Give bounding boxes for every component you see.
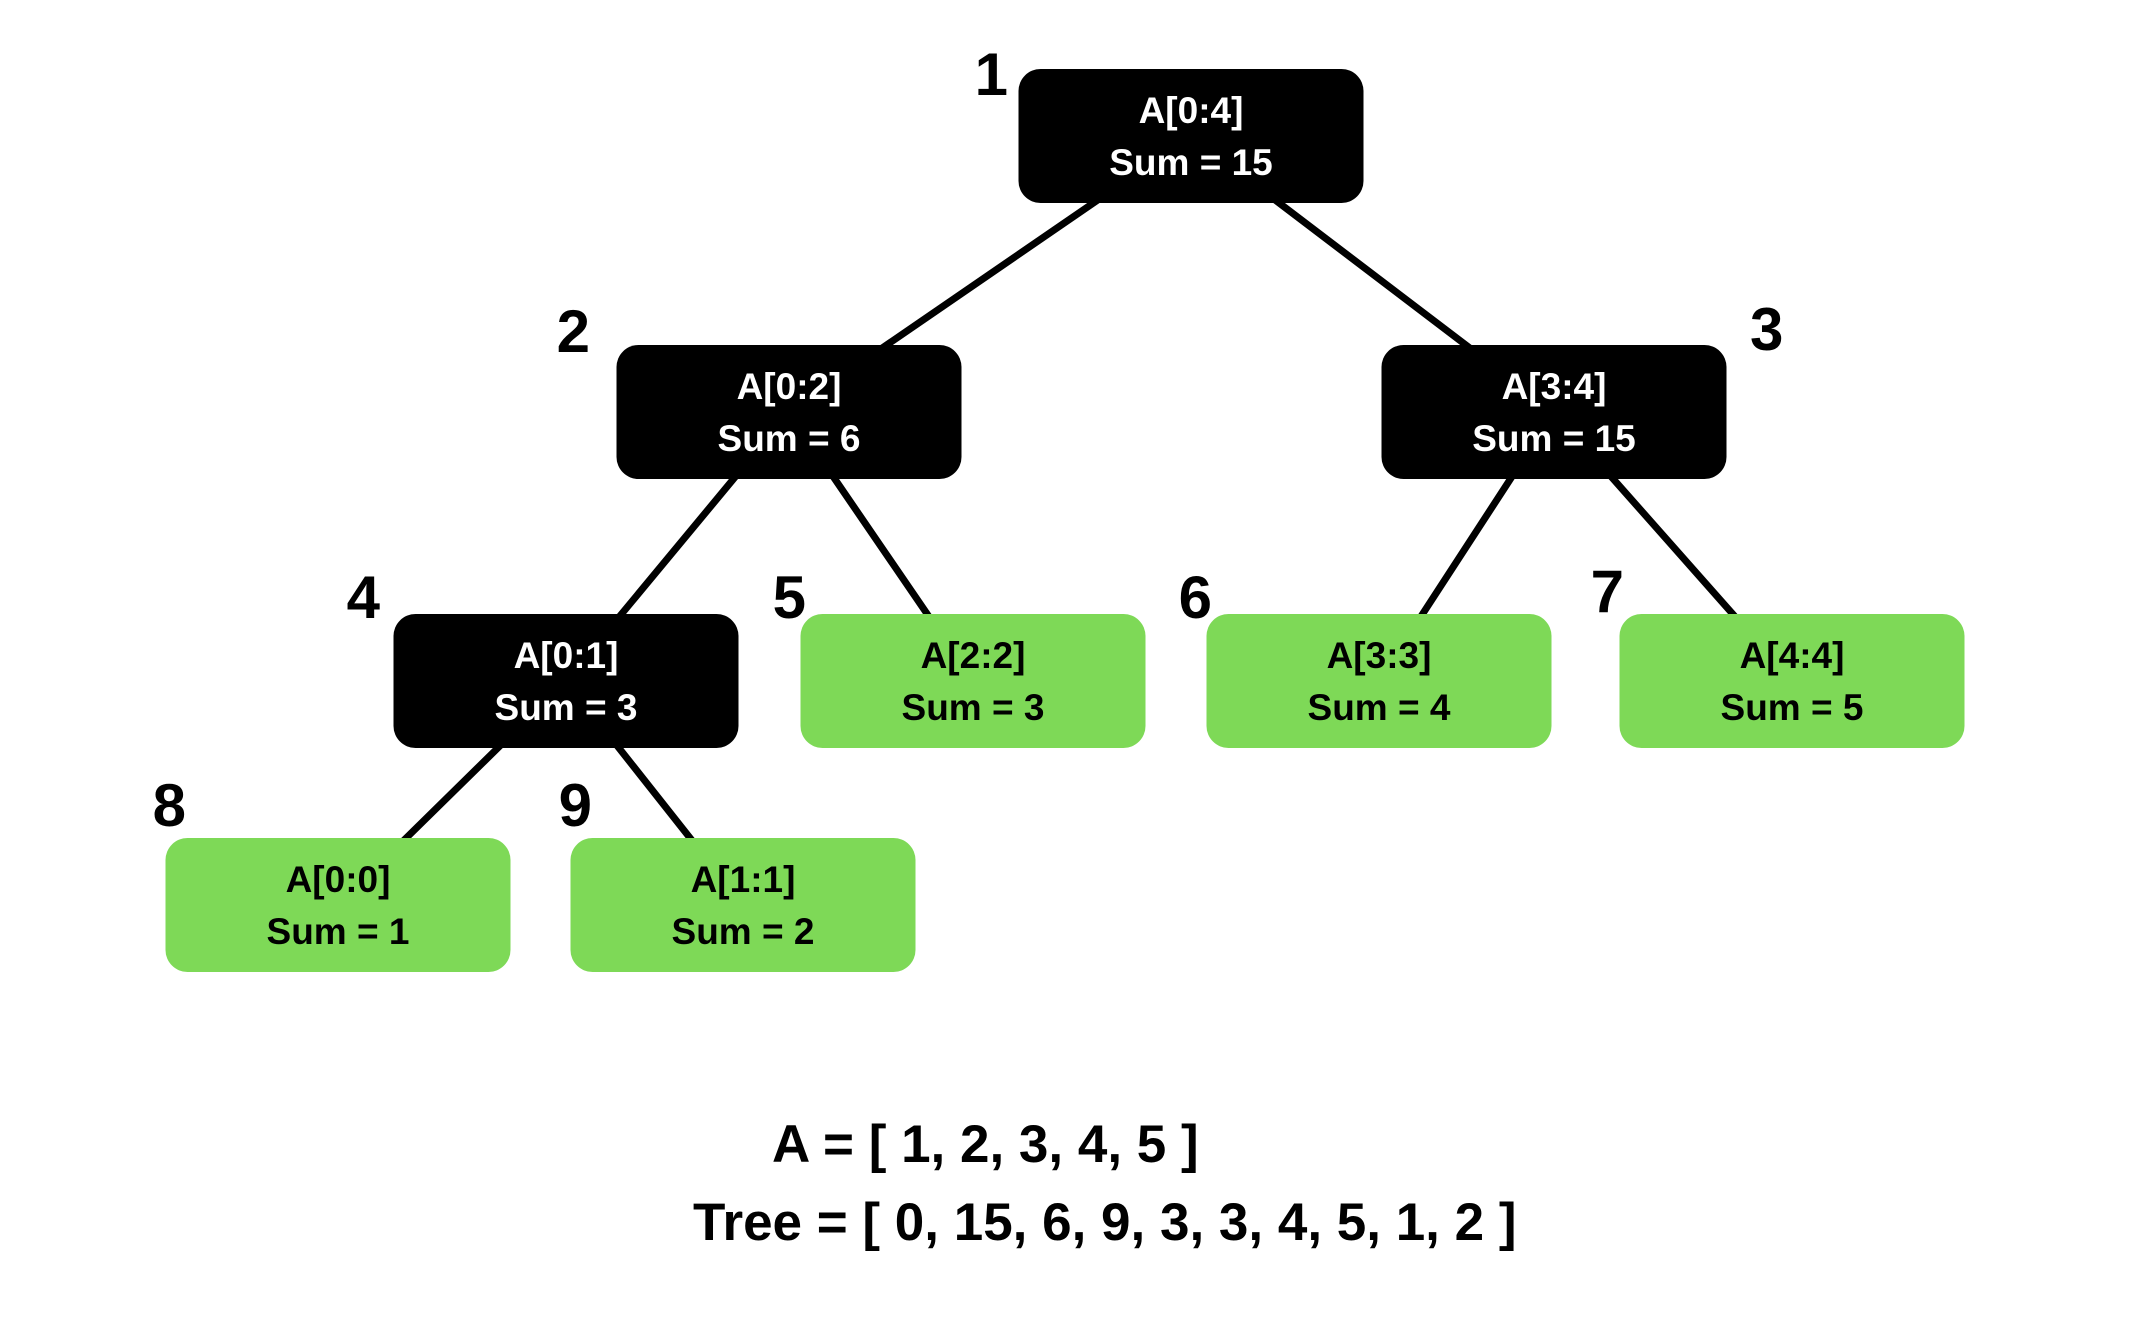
node-sum-6: Sum = 4 [1308,687,1451,728]
node-text-7: A[4:4] Sum = 5 [1721,635,1864,728]
node-box-1-internal [1018,69,1364,203]
node-range-6: A[3:3] [1327,635,1432,676]
array-a-text: A = [ 1, 2, 3, 4, 5 ] [772,1115,1199,1174]
tree-node-1: A[0:4] Sum = 15 1 [975,41,1364,203]
node-box-6-leaf [1206,614,1552,748]
node-box-9-leaf [570,838,916,972]
node-sum-1: Sum = 15 [1109,142,1273,183]
node-number-label-5: 5 [773,564,806,631]
node-range-3: A[3:4] [1502,366,1607,407]
node-sum-2: Sum = 6 [718,418,861,459]
node-text-6: A[3:3] Sum = 4 [1308,635,1451,728]
node-range-9: A[1:1] [691,859,796,900]
node-box-4-internal [393,614,739,748]
node-number-label-9: 9 [559,772,592,839]
node-sum-4: Sum = 3 [495,687,638,728]
node-range-5: A[2:2] [921,635,1026,676]
tree-node-7: A[4:4] Sum = 5 7 [1591,558,1965,748]
node-number-label-4: 4 [347,564,381,631]
node-text-2: A[0:2] Sum = 6 [718,366,861,459]
tree-node-2: A[0:2] Sum = 6 2 [557,298,962,479]
tree-node-8: A[0:0] Sum = 1 8 [153,772,511,972]
node-number-label-2: 2 [557,298,590,365]
node-box-5-leaf [800,614,1146,748]
node-range-7: A[4:4] [1740,635,1845,676]
node-number-label-3: 3 [1750,296,1783,363]
node-number-label-6: 6 [1179,564,1212,631]
node-text-1: A[0:4] Sum = 15 [1109,90,1273,183]
node-range-2: A[0:2] [737,366,842,407]
node-text-3: A[3:4] Sum = 15 [1472,366,1636,459]
node-sum-5: Sum = 3 [902,687,1045,728]
tree-array-text: Tree = [ 0, 15, 6, 9, 3, 3, 4, 5, 1, 2 ] [693,1193,1516,1252]
node-box-2-internal [616,345,962,479]
node-sum-3: Sum = 15 [1472,418,1636,459]
node-text-8: A[0:0] Sum = 1 [267,859,410,952]
node-range-4: A[0:1] [514,635,619,676]
node-text-9: A[1:1] Sum = 2 [672,859,815,952]
node-sum-9: Sum = 2 [672,911,815,952]
node-text-4: A[0:1] Sum = 3 [495,635,638,728]
node-range-1: A[0:4] [1139,90,1244,131]
node-box-7-leaf [1619,614,1965,748]
node-number-label-1: 1 [975,41,1008,108]
edges-layer [334,132,1796,909]
node-sum-8: Sum = 1 [267,911,410,952]
tree-node-9: A[1:1] Sum = 2 9 [559,772,916,972]
node-range-8: A[0:0] [286,859,391,900]
node-sum-7: Sum = 5 [1721,687,1864,728]
tree-node-3: A[3:4] Sum = 15 3 [1381,296,1783,479]
node-number-label-7: 7 [1591,558,1624,625]
tree-node-4: A[0:1] Sum = 3 4 [347,564,739,748]
node-box-3-internal [1381,345,1727,479]
node-text-5: A[2:2] Sum = 3 [902,635,1045,728]
node-box-8-leaf [165,838,511,972]
tree-node-5: A[2:2] Sum = 3 5 [773,564,1146,748]
node-number-label-8: 8 [153,772,186,839]
tree-node-6: A[3:3] Sum = 4 6 [1179,564,1552,748]
